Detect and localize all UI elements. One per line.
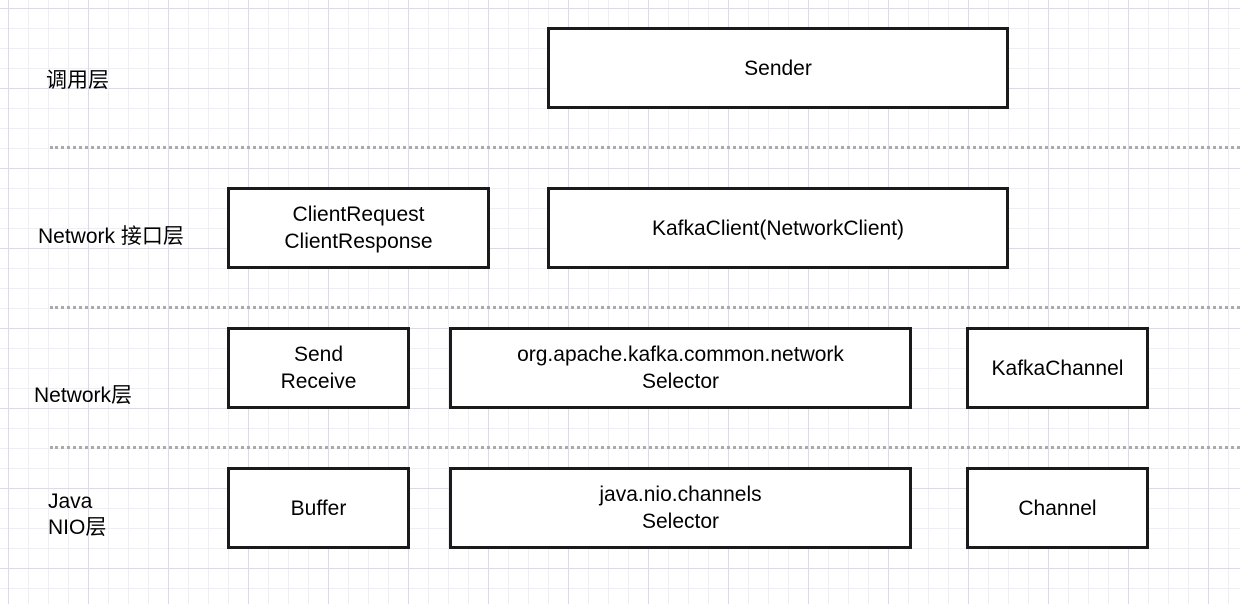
nio-selector-package-label: java.nio.channels (599, 483, 762, 506)
kafka-channel-label: KafkaChannel (991, 356, 1124, 380)
receive-label: Receive (280, 370, 357, 393)
nio-selector-box: java.nio.channels Selector (449, 467, 912, 549)
client-request-response-box: ClientRequest ClientResponse (227, 187, 490, 269)
kafka-selector-class-label: Selector (641, 370, 720, 393)
java-nio-layer-label: Java NIO层 (48, 489, 128, 541)
client-request-label: ClientRequest (292, 203, 425, 226)
send-receive-box: Send Receive (227, 327, 410, 409)
kafka-channel-box: KafkaChannel (966, 327, 1149, 409)
send-label: Send (293, 343, 344, 366)
java-nio-layer-label-line2: NIO层 (48, 516, 107, 539)
channel-label: Channel (1018, 496, 1097, 520)
kafka-selector-package-label: org.apache.kafka.common.network (517, 343, 844, 366)
layer-separator-1 (50, 146, 1240, 149)
invocation-layer-label: 调用层 (46, 69, 109, 92)
nio-selector-class-label: Selector (641, 510, 720, 533)
network-layer-label: Network层 (34, 384, 133, 407)
sender-box-label: Sender (744, 56, 812, 80)
layer-separator-2 (50, 306, 1240, 309)
java-nio-layer-label-line1: Java (48, 490, 93, 513)
client-response-label: ClientResponse (284, 230, 433, 253)
buffer-box: Buffer (227, 467, 410, 549)
channel-box: Channel (966, 467, 1149, 549)
layer-separator-3 (50, 446, 1240, 449)
kafka-selector-box: org.apache.kafka.common.network Selector (449, 327, 912, 409)
buffer-label: Buffer (290, 496, 347, 520)
kafka-client-label: KafkaClient(NetworkClient) (651, 216, 905, 240)
network-interface-layer-label: Network 接口层 (38, 225, 184, 248)
sender-box: Sender (547, 27, 1009, 109)
kafka-client-box: KafkaClient(NetworkClient) (547, 187, 1009, 269)
